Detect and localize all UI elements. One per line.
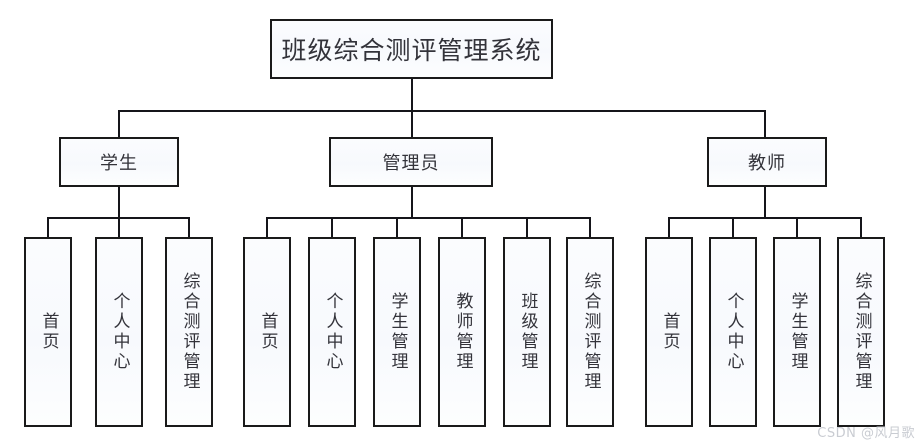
node-leaf-teacher-3[interactable]: 综合测评管理 <box>837 237 885 427</box>
node-role-admin[interactable]: 管理员 <box>329 137 493 187</box>
watermark: CSDN @风月歌 <box>817 426 915 441</box>
edge-root-to-teacher <box>764 110 766 137</box>
node-leaf-student-2[interactable]: 综合测评管理 <box>165 237 213 427</box>
edge-student-drop-2 <box>118 217 120 238</box>
edge-admin-drop-6 <box>589 217 591 238</box>
edge-root-to-admin <box>411 110 413 137</box>
node-leaf-admin-4[interactable]: 班级管理 <box>503 237 551 427</box>
edge-admin-stem <box>411 187 413 218</box>
node-leaf-teacher-1[interactable]: 个人中心 <box>709 237 757 427</box>
edge-teacher-drop-2 <box>732 217 734 238</box>
node-role-teacher[interactable]: 教师 <box>707 137 827 187</box>
node-leaf-admin-5-label: 综合测评管理 <box>580 272 601 392</box>
edge-student-stem <box>118 187 120 218</box>
node-leaf-teacher-0-label: 首页 <box>659 312 680 352</box>
node-leaf-admin-5[interactable]: 综合测评管理 <box>566 237 614 427</box>
node-leaf-teacher-0[interactable]: 首页 <box>645 237 693 427</box>
edge-admin-drop-3 <box>396 217 398 238</box>
edge-root-stem <box>411 79 413 111</box>
edge-admin-bus <box>266 217 591 219</box>
edge-admin-drop-5 <box>526 217 528 238</box>
node-leaf-admin-3-label: 教师管理 <box>452 292 473 372</box>
node-role-student-label: 学生 <box>100 153 138 174</box>
node-leaf-admin-2[interactable]: 学生管理 <box>373 237 421 427</box>
edge-teacher-drop-4 <box>860 217 862 238</box>
edge-root-bus <box>118 110 766 112</box>
node-leaf-student-1-label: 个人中心 <box>109 292 130 372</box>
node-leaf-admin-1-label: 个人中心 <box>322 292 343 372</box>
node-role-student[interactable]: 学生 <box>59 137 179 187</box>
node-leaf-admin-2-label: 学生管理 <box>387 292 408 372</box>
node-root-label: 班级综合测评管理系统 <box>281 36 542 65</box>
node-leaf-admin-1[interactable]: 个人中心 <box>308 237 356 427</box>
node-leaf-teacher-3-label: 综合测评管理 <box>851 272 872 392</box>
edge-admin-drop-2 <box>331 217 333 238</box>
node-leaf-student-0-label: 首页 <box>38 312 59 352</box>
edge-student-drop-3 <box>188 217 190 238</box>
edge-teacher-bus <box>668 217 862 219</box>
edge-teacher-stem <box>764 187 766 218</box>
node-leaf-teacher-1-label: 个人中心 <box>723 292 744 372</box>
node-role-admin-label: 管理员 <box>382 153 440 174</box>
node-leaf-admin-0-label: 首页 <box>257 312 278 352</box>
node-leaf-student-1[interactable]: 个人中心 <box>95 237 143 427</box>
edge-admin-drop-4 <box>461 217 463 238</box>
edge-admin-drop-1 <box>266 217 268 238</box>
node-leaf-teacher-2[interactable]: 学生管理 <box>773 237 821 427</box>
node-leaf-admin-3[interactable]: 教师管理 <box>438 237 486 427</box>
node-leaf-teacher-2-label: 学生管理 <box>787 292 808 372</box>
node-leaf-student-0[interactable]: 首页 <box>24 237 72 427</box>
edge-teacher-drop-3 <box>796 217 798 238</box>
edge-teacher-drop-1 <box>668 217 670 238</box>
edge-student-drop-1 <box>47 217 49 238</box>
node-leaf-student-2-label: 综合测评管理 <box>179 272 200 392</box>
node-role-teacher-label: 教师 <box>748 153 786 174</box>
edge-root-to-student <box>118 110 120 137</box>
node-leaf-admin-0[interactable]: 首页 <box>243 237 291 427</box>
node-leaf-admin-4-label: 班级管理 <box>517 292 538 372</box>
node-root-system[interactable]: 班级综合测评管理系统 <box>270 19 553 79</box>
